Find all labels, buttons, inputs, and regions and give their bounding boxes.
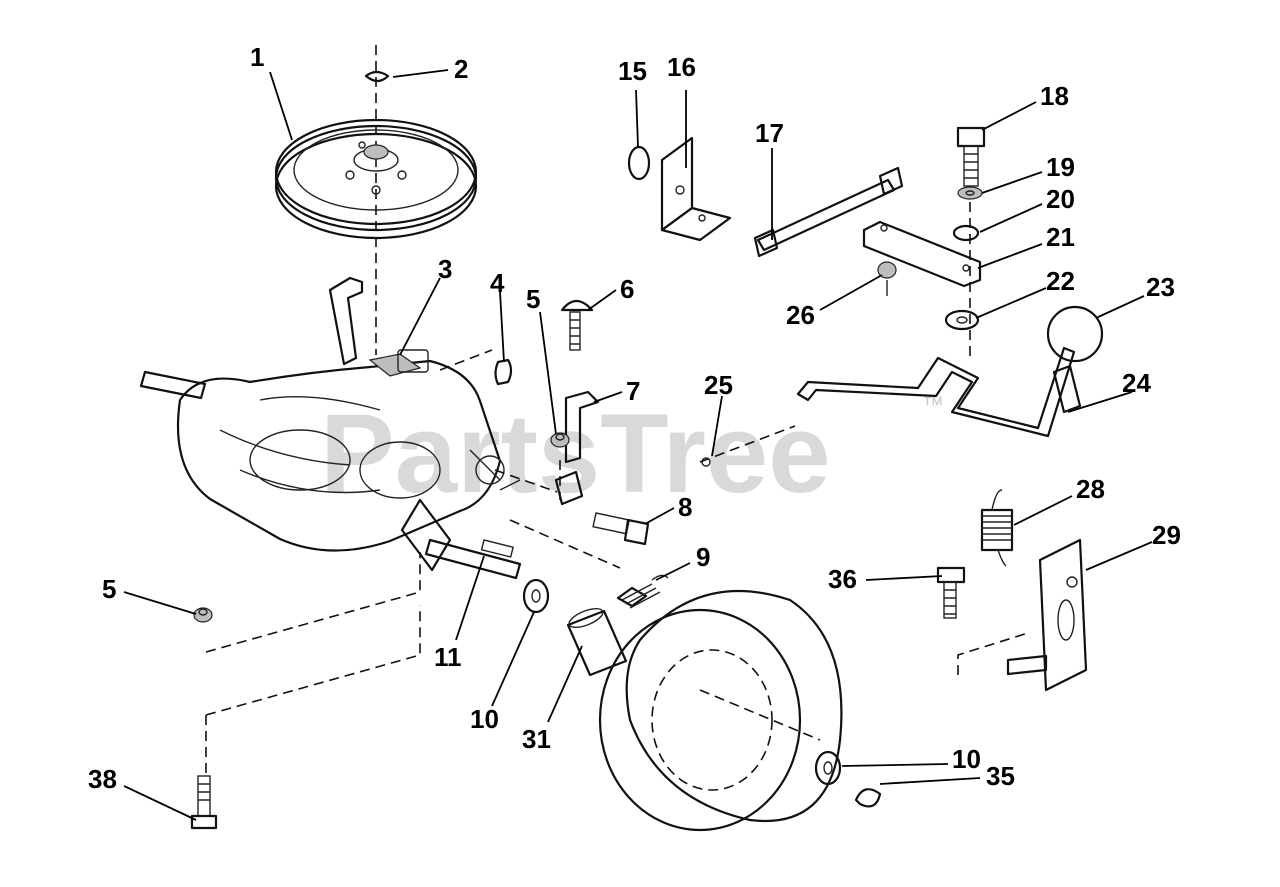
bracket-7 xyxy=(554,390,600,506)
callout-21: 21 xyxy=(1046,222,1075,252)
callout-23: 23 xyxy=(1146,272,1175,302)
leader-lines xyxy=(123,69,1153,821)
callout-19: 19 xyxy=(1046,152,1075,182)
callout-16: 16 xyxy=(667,52,696,82)
washer-20 xyxy=(952,224,980,242)
callout-5b: 5 xyxy=(102,574,116,604)
washer-15 xyxy=(627,145,651,181)
pulley xyxy=(274,45,478,355)
bracket-16 xyxy=(660,136,732,242)
washer-10a xyxy=(522,578,550,614)
knob-23 xyxy=(1046,305,1104,363)
callout-labels: 1 2 3 4 5 6 7 8 9 5 11 10 31 38 15 16 17… xyxy=(88,42,1181,794)
spacer-31 xyxy=(566,607,628,677)
callout-36: 36 xyxy=(828,564,857,594)
callout-26: 26 xyxy=(786,300,815,330)
spring-9 xyxy=(616,574,669,609)
watermark-text: PartsTree xyxy=(320,391,831,516)
wheel xyxy=(598,589,882,832)
callout-3: 3 xyxy=(438,254,452,284)
callout-4: 4 xyxy=(490,268,505,298)
transaxle xyxy=(139,276,522,580)
watermark-trademark: ™ xyxy=(922,392,944,417)
callout-10b: 10 xyxy=(952,744,981,774)
nut-5a xyxy=(550,432,570,448)
callout-9: 9 xyxy=(696,542,710,572)
callout-11: 11 xyxy=(434,642,462,672)
pulley-key xyxy=(364,70,390,83)
washer-22 xyxy=(944,309,980,331)
bolt-18 xyxy=(956,126,986,360)
callout-10a: 10 xyxy=(470,704,499,734)
callout-38: 38 xyxy=(88,764,117,794)
callout-20: 20 xyxy=(1046,184,1075,214)
bolt-38 xyxy=(190,775,218,830)
callout-24: 24 xyxy=(1122,368,1151,398)
callout-25: 25 xyxy=(704,370,733,400)
bolt-6 xyxy=(560,299,594,351)
lever-24 xyxy=(796,346,1082,438)
bolt-8 xyxy=(592,512,650,546)
link-21 xyxy=(862,220,982,288)
rod-17 xyxy=(753,166,904,258)
woodruff-key-4 xyxy=(494,358,513,386)
callout-5a: 5 xyxy=(526,284,540,314)
bracket-29 xyxy=(1006,538,1088,692)
callout-8: 8 xyxy=(678,492,692,522)
callout-18: 18 xyxy=(1040,81,1069,111)
callout-2: 2 xyxy=(454,54,468,84)
nut-26 xyxy=(877,261,897,296)
nut-5b xyxy=(193,607,213,623)
callout-28: 28 xyxy=(1076,474,1105,504)
callout-7: 7 xyxy=(626,376,640,406)
callout-15: 15 xyxy=(618,56,647,86)
callout-17: 17 xyxy=(755,118,784,148)
bolt-36 xyxy=(936,566,966,619)
watermark: PartsTree ™ xyxy=(320,391,944,516)
spring-28 xyxy=(980,489,1014,567)
callout-22: 22 xyxy=(1046,266,1075,296)
callout-6: 6 xyxy=(620,274,634,304)
callout-29: 29 xyxy=(1152,520,1181,550)
callout-1: 1 xyxy=(250,42,264,72)
callout-31: 31 xyxy=(522,724,551,754)
callout-35: 35 xyxy=(986,761,1015,791)
washer-19 xyxy=(957,186,983,200)
pin-25 xyxy=(701,457,711,467)
